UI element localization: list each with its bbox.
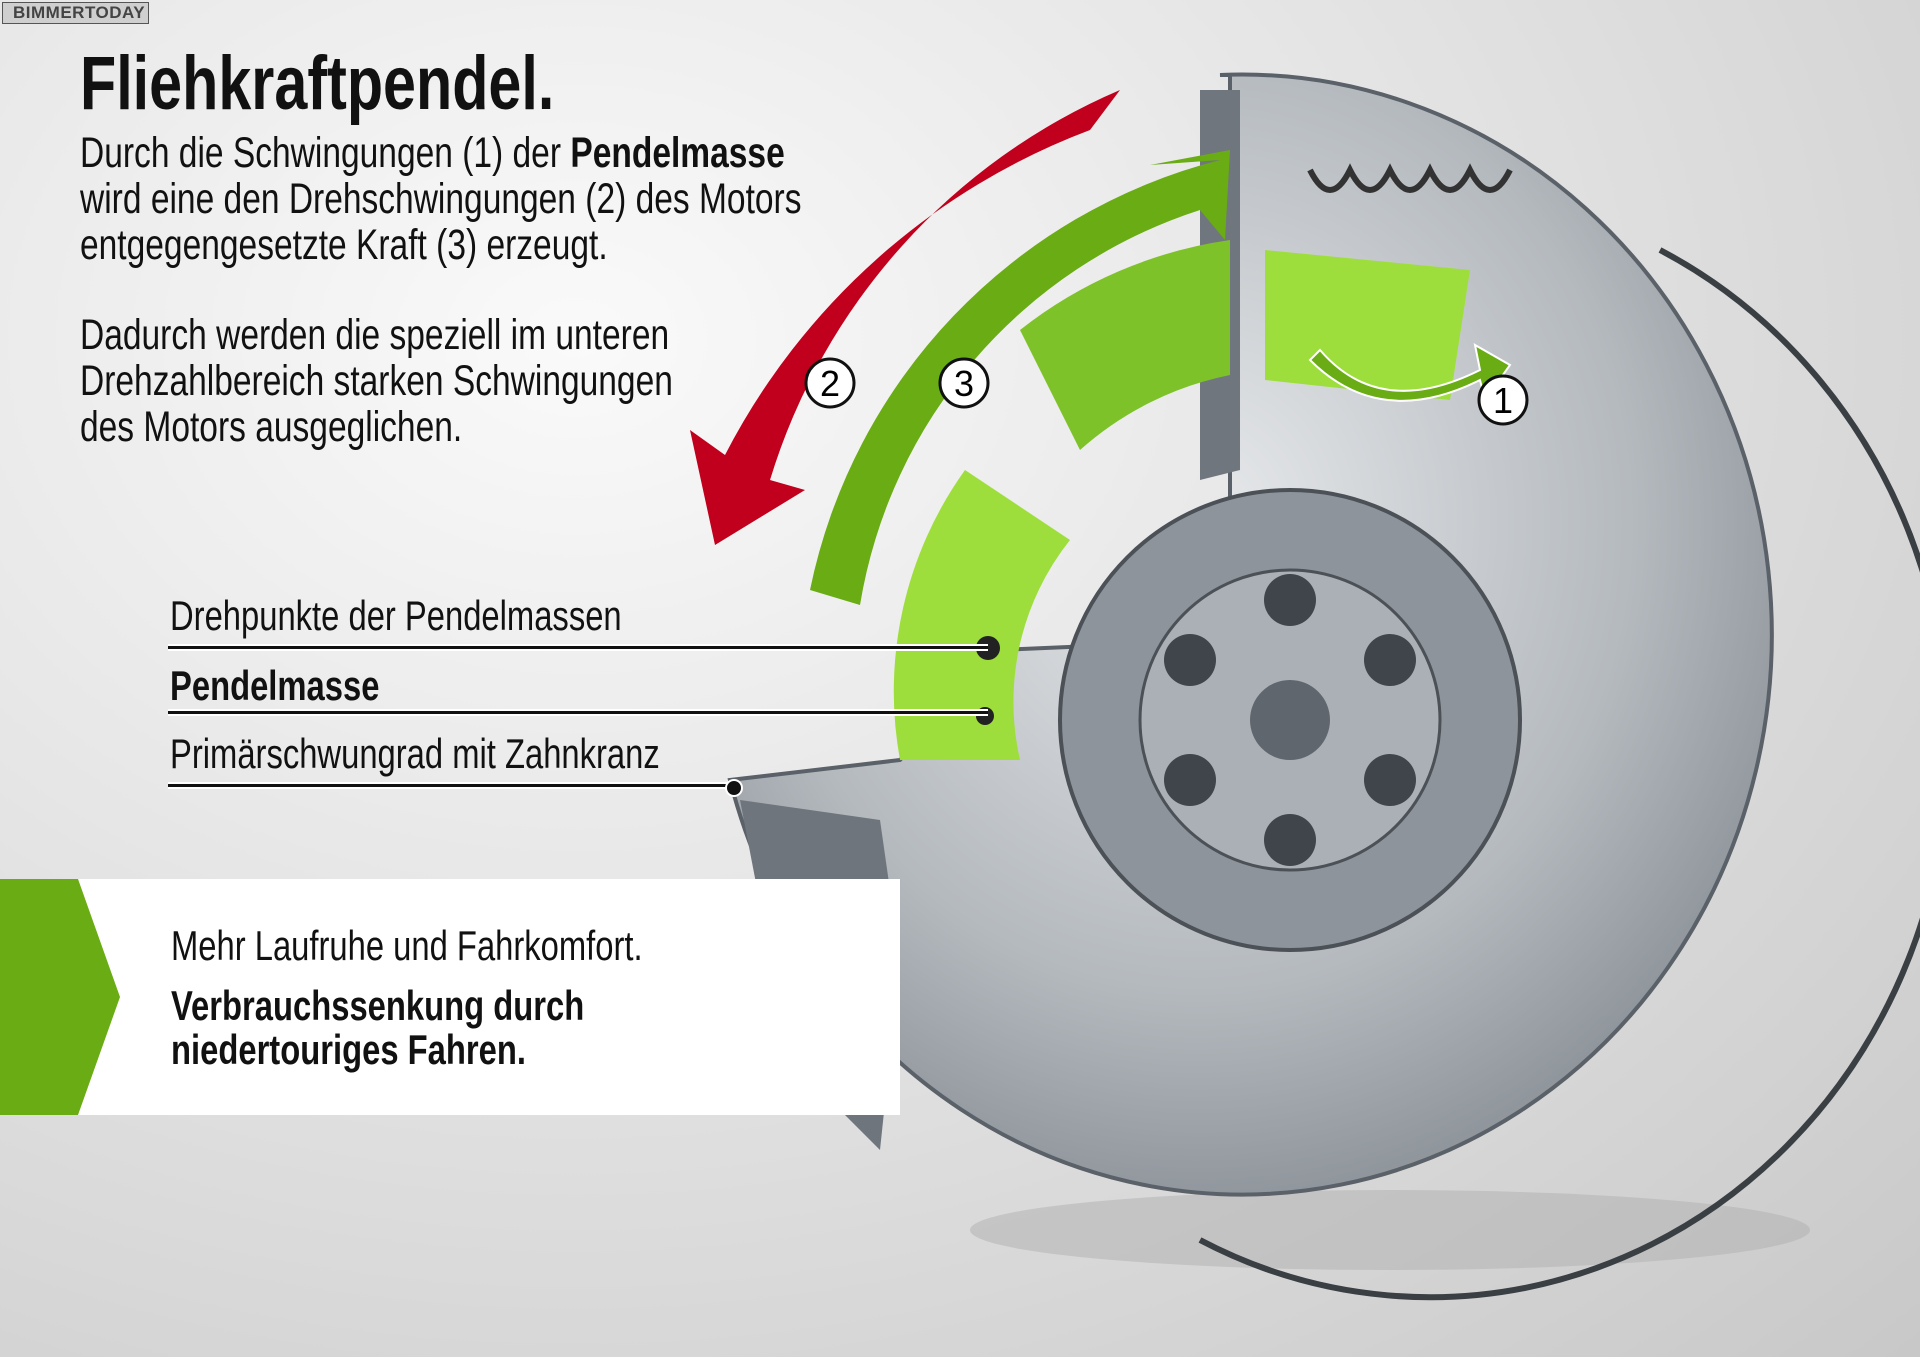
leader-line-pivot: [168, 644, 988, 651]
benefit-comfort: Mehr Laufruhe und Fahrkomfort.: [171, 922, 643, 969]
chevron-icon: [0, 879, 120, 1115]
intro-line1: Durch die Schwingungen (1) der: [80, 129, 571, 177]
detail-line2: Drehzahlbereich starken Schwingungen: [80, 357, 673, 405]
label-primary-flywheel: Primärschwungrad mit Zahnkranz: [170, 730, 660, 777]
leader-dot: [725, 779, 743, 797]
benefit-consumption-1: Verbrauchssenkung durch: [171, 982, 585, 1029]
marker-1: 1: [1477, 374, 1529, 426]
leader-line-flywheel: [168, 782, 733, 789]
detail-line1: Dadurch werden die speziell im unteren: [80, 311, 670, 359]
label-pendulum-mass: Pendelmasse: [170, 662, 380, 709]
detail-text: Dadurch werden die speziell im unteren D…: [80, 312, 673, 450]
intro-line3: entgegengesetzte Kraft (3) erzeugt.: [80, 221, 608, 269]
watermark-logo: BIMMERTODAY: [2, 2, 150, 24]
marker-2: 2: [804, 357, 856, 409]
intro-text: Durch die Schwingungen (1) der Pendelmas…: [80, 130, 801, 268]
benefits-band: [0, 879, 900, 1115]
label-pivot-points: Drehpunkte der Pendelmassen: [170, 592, 622, 639]
page-title: Fliehkraftpendel.: [80, 41, 555, 126]
intro-bold-term: Pendelmasse: [570, 129, 785, 177]
benefit-consumption-2: niedertouriges Fahren.: [171, 1026, 526, 1073]
detail-line3: des Motors ausgeglichen.: [80, 403, 463, 451]
red-arrow-2: [690, 90, 1120, 545]
svg-text:2: 2: [820, 363, 840, 404]
marker-3: 3: [938, 357, 990, 409]
benefits-text: Mehr Laufruhe und Fahrkomfort. Verbrauch…: [171, 922, 643, 1074]
svg-text:1: 1: [1493, 380, 1513, 421]
svg-text:3: 3: [954, 363, 974, 404]
green-arrow-3: [810, 150, 1230, 605]
intro-line2: wird eine den Drehschwingungen (2) des M…: [80, 175, 802, 223]
leader-line-mass: [168, 709, 988, 716]
